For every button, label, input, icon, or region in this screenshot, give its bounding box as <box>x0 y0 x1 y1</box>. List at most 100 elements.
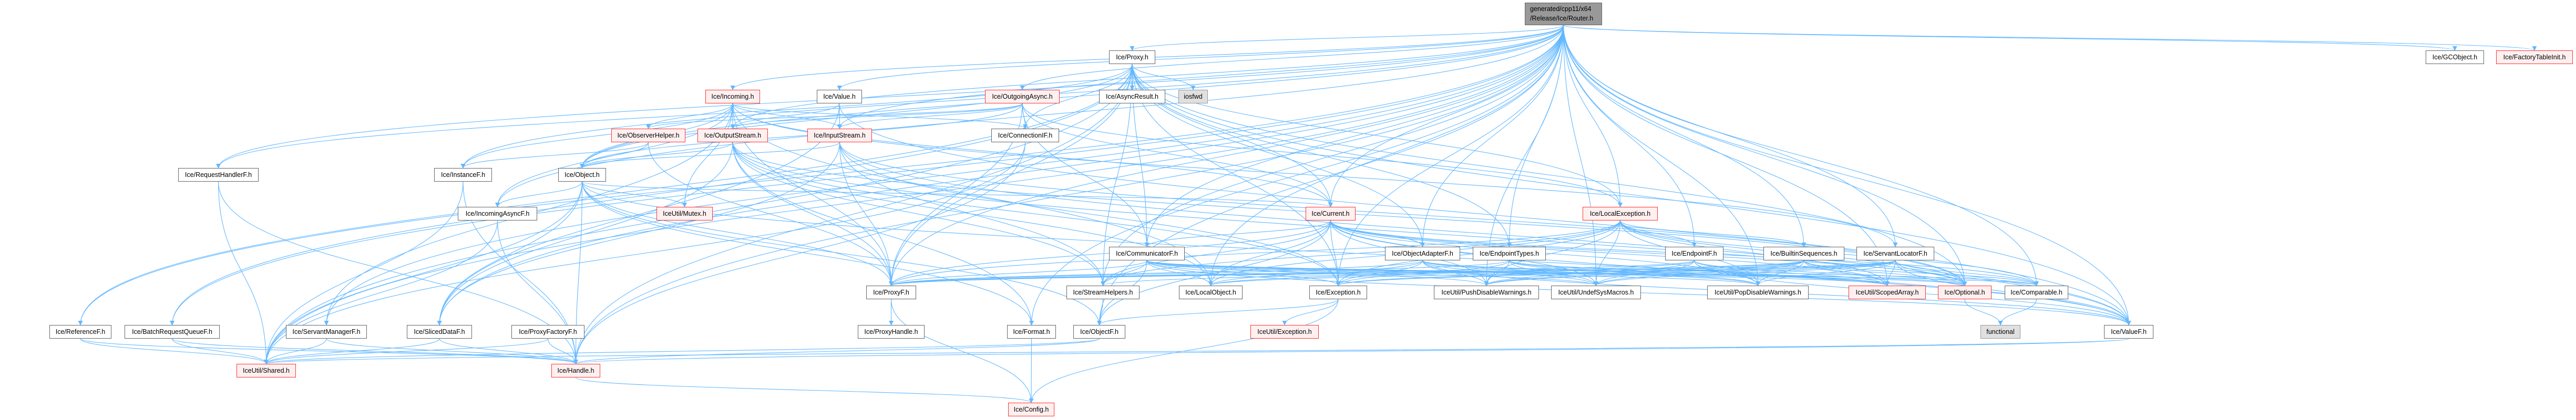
edge-value-to-outputstream <box>730 103 840 129</box>
node-shared[interactable]: IceUtil/Shared.h <box>237 364 296 377</box>
node-optional[interactable]: Ice/Optional.h <box>1938 286 1992 299</box>
edge-builtinsequences-to-streamhelpers <box>1101 260 1804 286</box>
node-servantlocatorf[interactable]: Ice/ServantLocatorF.h <box>1856 247 1934 260</box>
edge-outgoingasync-to-object <box>580 103 1023 169</box>
edge-object-to-incomingasyncf <box>495 181 583 207</box>
edge-endpointtypes-to-popdisable <box>1508 260 1760 286</box>
node-endpointtypes[interactable]: Ice/EndpointTypes.h <box>1473 247 1546 260</box>
node-gcobject[interactable]: Ice/GCObject.h <box>2426 50 2484 64</box>
edge-root-to-scopedarray <box>1563 25 1890 286</box>
edge-inputstream-to-exception <box>839 142 1341 286</box>
node-object[interactable]: Ice/Object.h <box>558 168 606 182</box>
node-incomingasyncf[interactable]: Ice/IncomingAsyncF.h <box>458 207 537 220</box>
edge-servantlocatorf-to-optional <box>1895 260 1967 286</box>
edge-servantlocatorf-to-localobject <box>1208 260 1896 286</box>
node-inputstream[interactable]: Ice/InputStream.h <box>807 129 872 142</box>
node-format[interactable]: Ice/Format.h <box>1007 325 1056 339</box>
edge-current-to-scopedarray <box>1330 220 1890 286</box>
node-comparable[interactable]: Ice/Comparable.h <box>2005 286 2068 299</box>
node-proxyf[interactable]: Ice/ProxyF.h <box>866 286 916 299</box>
node-popdisable[interactable]: IceUtil/PopDisableWarnings.h <box>1707 286 1809 299</box>
edge-root-to-current <box>1328 25 1564 207</box>
edge-root-to-exception <box>1336 25 1564 286</box>
edge-outputstream-to-exception <box>732 142 1341 286</box>
node-connectionif[interactable]: Ice/ConnectionIF.h <box>991 129 1059 142</box>
edge-proxy-to-streamhelpers <box>1101 64 1133 286</box>
node-factorytableinit[interactable]: Ice/FactoryTableInit.h <box>2496 50 2573 64</box>
edge-proxy-to-current <box>1132 64 1333 207</box>
node-builtinsequences[interactable]: Ice/BuiltinSequences.h <box>1763 247 1844 260</box>
node-config[interactable]: Ice/Config.h <box>1008 403 1054 416</box>
edge-inputstream-to-object <box>580 142 840 169</box>
edge-servantlocatorf-to-pushdisable <box>1484 260 1896 286</box>
node-exception[interactable]: Ice/Exception.h <box>1309 286 1367 299</box>
edge-communicatorf-to-localobject <box>1146 260 1213 286</box>
edge-objectf-to-shared <box>264 338 1100 364</box>
edge-proxy-to-iosfwd <box>1132 64 1196 90</box>
node-functional[interactable]: functional <box>1980 325 2020 339</box>
node-localobject[interactable]: Ice/LocalObject.h <box>1179 286 1243 299</box>
node-instancef[interactable]: Ice/InstanceF.h <box>434 168 492 182</box>
edge-observerhelper-to-proxyf <box>648 142 894 286</box>
node-valuef[interactable]: Ice/ValueF.h <box>2104 325 2153 339</box>
edge-root-to-shared <box>264 25 1564 364</box>
edge-current-to-communicatorf <box>1144 220 1331 247</box>
edge-root-to-handle <box>573 25 1564 364</box>
node-slicedataf[interactable]: Ice/SlicedDataF.h <box>407 325 472 339</box>
edge-proxy-to-handle <box>573 64 1133 364</box>
edge-root-to-batchrequestqueuef <box>170 25 1564 326</box>
edge-batchrequestqueuef-to-shared <box>171 338 269 364</box>
edge-proxy-to-batchrequestqueuef <box>170 64 1133 326</box>
edge-exception-to-iceutilexception <box>1282 299 1339 326</box>
node-proxyhandle[interactable]: Ice/ProxyHandle.h <box>858 325 925 339</box>
node-communicatorf[interactable]: Ice/CommunicatorF.h <box>1109 247 1185 260</box>
node-outgoingasync[interactable]: Ice/OutgoingAsync.h <box>985 90 1060 103</box>
edge-object-to-slicedataf <box>437 181 583 326</box>
node-current[interactable]: Ice/Current.h <box>1306 207 1356 220</box>
edge-localexception-to-builtinsequences <box>1619 220 1807 247</box>
node-outputstream[interactable]: Ice/OutputStream.h <box>697 129 768 142</box>
node-streamhelpers[interactable]: Ice/StreamHelpers.h <box>1066 286 1140 299</box>
node-localexception[interactable]: Ice/LocalException.h <box>1583 207 1658 220</box>
edge-requesthandlerf-to-shared <box>218 181 269 364</box>
edge-current-to-optional <box>1330 220 1967 286</box>
node-servantmanagerf[interactable]: Ice/ServantManagerF.h <box>286 325 367 339</box>
edge-endpointf-to-scopedarray <box>1694 260 1890 286</box>
node-undefsys[interactable]: IceUtil/UndefSysMacros.h <box>1551 286 1641 299</box>
edge-localexception-to-scopedarray <box>1619 220 1890 286</box>
edge-root-to-proxy <box>1130 25 1564 51</box>
node-objectf[interactable]: Ice/ObjectF.h <box>1073 325 1125 339</box>
node-mutex[interactable]: IceUtil/Mutex.h <box>656 207 713 220</box>
edge-proxy-to-requesthandlerf <box>216 64 1133 169</box>
node-asyncresult[interactable]: Ice/AsyncResult.h <box>1099 90 1165 103</box>
node-iceutilexception[interactable]: IceUtil/Exception.h <box>1250 325 1319 339</box>
edge-root-to-objectf <box>1097 25 1564 326</box>
node-root[interactable]: generated/cpp11/x64 /Release/Ice/Router.… <box>1525 3 1602 25</box>
node-proxyfactoryf[interactable]: Ice/ProxyFactoryF.h <box>511 325 584 339</box>
node-handle[interactable]: Ice/Handle.h <box>551 364 600 377</box>
node-proxy[interactable]: Ice/Proxy.h <box>1109 50 1155 64</box>
edge-observerhelper-to-object <box>580 142 649 169</box>
edge-objectf-to-handle <box>573 338 1100 364</box>
edge-outputstream-to-object <box>580 142 733 169</box>
edge-root-to-undefsys <box>1563 25 1598 286</box>
edge-incomingasyncf-to-shared <box>264 220 498 364</box>
node-pushdisable[interactable]: IceUtil/PushDisableWarnings.h <box>1434 286 1539 299</box>
node-endpointf[interactable]: Ice/EndpointF.h <box>1665 247 1723 260</box>
node-requesthandlerf[interactable]: Ice/RequestHandlerF.h <box>178 168 259 182</box>
edge-root-to-outputstream <box>730 25 1564 129</box>
node-batchrequestqueuef[interactable]: Ice/BatchRequestQueueF.h <box>125 325 220 339</box>
node-scopedarray[interactable]: IceUtil/ScopedArray.h <box>1849 286 1926 299</box>
edge-object-to-proxyf <box>581 181 894 286</box>
node-observerhelper[interactable]: Ice/ObserverHelper.h <box>611 129 685 142</box>
edge-incoming-to-servantlocatorf <box>732 103 1898 247</box>
node-iosfwd[interactable]: iosfwd <box>1178 90 1208 103</box>
node-incoming[interactable]: Ice/Incoming.h <box>705 90 760 103</box>
node-objectadapterf[interactable]: Ice/ObjectAdapterF.h <box>1385 247 1460 260</box>
node-referencef[interactable]: Ice/ReferenceF.h <box>49 325 111 339</box>
edge-servantlocatorf-to-exception <box>1336 260 1896 286</box>
edge-value-to-valuef <box>839 103 2131 326</box>
edge-handle-to-config <box>575 377 1034 403</box>
node-value[interactable]: Ice/Value.h <box>817 90 862 103</box>
